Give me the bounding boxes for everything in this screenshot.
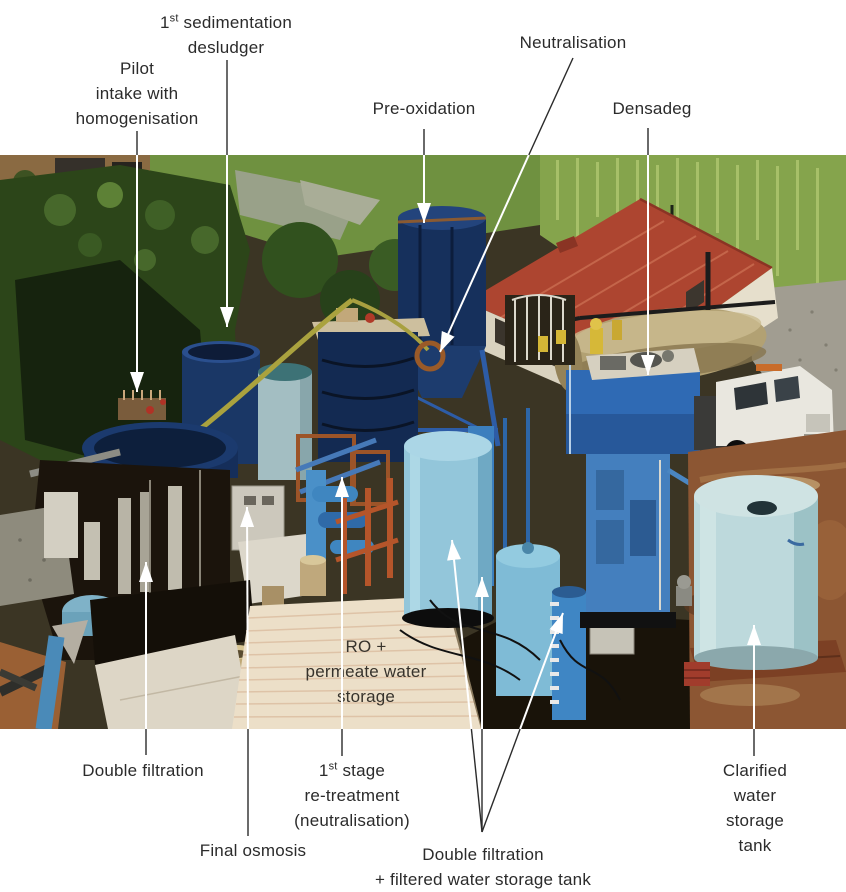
white-cage [505,294,575,365]
label-first-sedimentation: 1st sedimentation desludger [160,10,292,60]
bottom-left-corner [0,635,66,729]
label-text: 1 [318,761,329,780]
label-final-osmosis: Final osmosis [199,841,307,860]
label-pre-oxidation: Pre-oxidation [372,99,476,118]
label-first-stage-retreatment: 1st stage re-treatment (neutralisation) [294,758,410,833]
label-double-filtration: Double filtration [82,761,204,780]
label-neutralisation: Neutralisation [519,33,627,52]
label-clarified-water: Clarified water storage tank [722,761,788,855]
label-text: 1 [160,13,170,32]
label-double-filtration-filtered: Double filtration + filtered water stora… [374,845,592,889]
open-cylinder [258,363,312,480]
midground-equipment [231,434,399,616]
label-pilot-intake: Pilot intake with homogenisation [75,59,199,128]
label-text: sedimentation desludger [183,13,292,57]
superscript: st [169,12,179,25]
label-densadeg: Densadeg [612,99,692,118]
clarified-water-tank [676,475,846,686]
label-ro-permeate-storage: RO + permeate water storage [305,637,427,706]
superscript: st [328,760,338,773]
densadeg-unit [505,294,738,628]
label-text: stage re-treatment (neutralisation) [294,761,410,830]
